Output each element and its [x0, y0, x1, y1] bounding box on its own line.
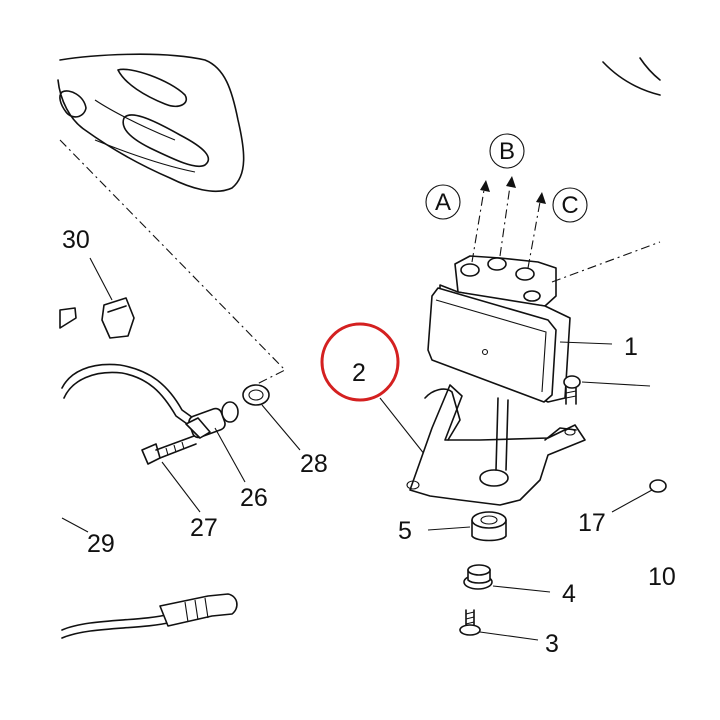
callout-28: 28	[300, 450, 328, 478]
wheel-speed-sensor	[61, 363, 239, 639]
bushing-part-4	[463, 564, 493, 590]
routing-line-left	[59, 139, 286, 386]
callout-26: 26	[240, 484, 268, 512]
leader-3	[479, 631, 539, 641]
port-label-c: C	[561, 192, 578, 219]
leader-screw	[581, 381, 651, 387]
screw-part-3	[459, 609, 481, 636]
clip-part-30	[59, 297, 135, 339]
leader-29	[61, 517, 89, 533]
highlight-circle	[320, 322, 400, 402]
rubber-mount-part-5	[471, 511, 507, 542]
leader-28	[261, 404, 301, 451]
grommet-part-28	[242, 384, 270, 406]
port-arrows	[471, 176, 661, 283]
leader-30	[89, 257, 113, 301]
port-label-a: A	[435, 189, 451, 216]
abs-bracket-part-2	[406, 384, 586, 506]
callout-27: 27	[190, 514, 218, 542]
leader-4	[492, 585, 551, 593]
port-circle-a	[425, 184, 461, 220]
callout-29: 29	[87, 530, 115, 558]
port-circle-b	[489, 133, 525, 169]
callout-3: 3	[545, 630, 559, 658]
callout-10: 10	[648, 563, 676, 591]
leader-26	[214, 427, 246, 483]
arc-top-right	[602, 61, 661, 96]
bolt-part-17	[649, 479, 667, 493]
callout-2: 2	[352, 359, 366, 387]
leader-2	[379, 397, 426, 456]
callout-5: 5	[398, 517, 412, 545]
callout-17: 17	[578, 509, 606, 537]
callout-30: 30	[62, 226, 90, 254]
arc-top-right-inner	[639, 57, 661, 81]
frame-bracket	[57, 53, 245, 192]
port-circle-c	[552, 187, 588, 223]
bolt-part-27	[141, 435, 197, 465]
leader-1	[559, 341, 613, 345]
port-label-b: B	[499, 138, 515, 165]
callout-4: 4	[562, 580, 576, 608]
leader-17	[611, 489, 653, 513]
leader-27	[161, 461, 201, 513]
leader-5	[427, 526, 471, 531]
callout-1: 1	[624, 333, 638, 361]
screw-upper-right	[563, 375, 581, 405]
abs-modulator-part-1	[427, 255, 571, 471]
